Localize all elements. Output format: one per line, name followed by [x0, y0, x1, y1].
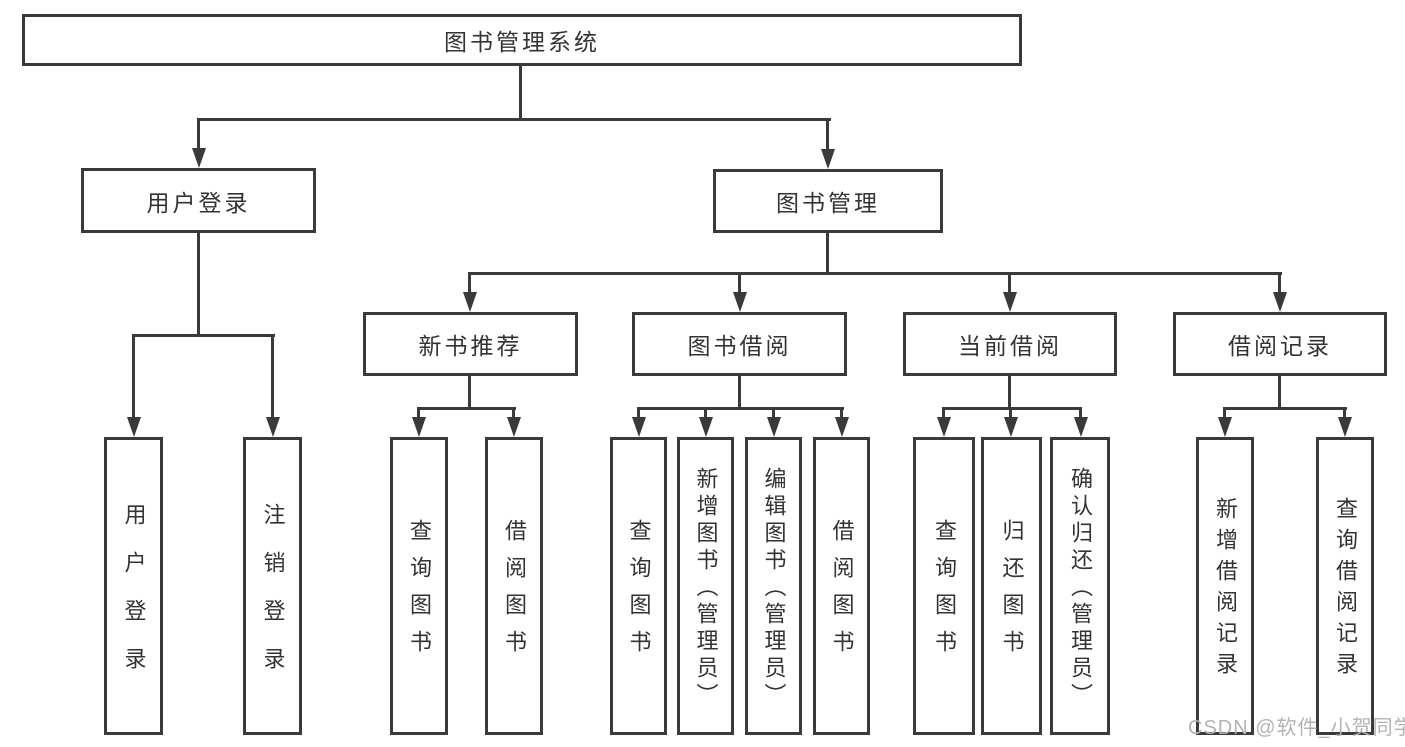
arrow-down-icon: [266, 417, 280, 437]
connector-line: [637, 407, 844, 410]
leaf-borrow-books-recommend: 借阅图书: [485, 437, 543, 735]
leaf-logout: 注销登录: [243, 437, 302, 735]
node-current-borrowing: 当前借阅: [903, 312, 1117, 376]
leaf-label: 查询图书: [407, 519, 432, 667]
arrow-down-icon: [937, 417, 951, 437]
arrow-down-icon: [632, 417, 646, 437]
node-borrowing-records: 借阅记录: [1173, 312, 1387, 376]
arrow-down-icon: [1338, 417, 1352, 437]
leaf-label: 新增借阅记录: [1213, 497, 1238, 683]
node-book-borrowing: 图书借阅: [632, 312, 847, 376]
connector-line: [1079, 407, 1082, 419]
leaf-add-book-admin: 新增图书（管理员）: [677, 437, 734, 735]
connector-line: [1008, 272, 1011, 294]
connector-line: [1009, 407, 1012, 419]
leaf-add-borrow-record: 新增借阅记录: [1196, 437, 1254, 735]
leaf-label: 查询借阅记录: [1333, 497, 1358, 683]
node-label: 借阅记录: [1228, 333, 1332, 359]
connector-line: [519, 65, 522, 120]
connector-line: [1278, 376, 1281, 410]
leaf-label: 用户登录: [121, 503, 147, 695]
arrow-down-icon: [1074, 417, 1088, 437]
leaf-label: 借阅图书: [829, 519, 855, 667]
connector-line: [942, 407, 1082, 410]
connector-line: [738, 272, 741, 294]
connector-line: [132, 334, 135, 419]
node-new-book-recommend: 新书推荐: [363, 312, 578, 376]
leaf-confirm-return-admin: 确认归还（管理员）: [1050, 437, 1110, 735]
connector-line: [512, 407, 515, 419]
arrow-down-icon: [507, 417, 521, 437]
connector-line: [1223, 407, 1347, 410]
connector-line: [826, 233, 829, 275]
arrow-down-icon: [699, 417, 713, 437]
leaf-label: 编辑图书（管理员）: [761, 466, 787, 710]
leaf-edit-book-admin: 编辑图书（管理员）: [745, 437, 802, 735]
connector-line: [197, 118, 831, 121]
leaf-label: 确认归还（管理员）: [1068, 466, 1093, 710]
arrow-down-icon: [1273, 292, 1287, 312]
leaf-label: 查询图书: [626, 519, 652, 667]
leaf-query-borrow-record: 查询借阅记录: [1316, 437, 1374, 735]
watermark: CSDN @软件_小贺同学: [1188, 717, 1405, 739]
connector-line: [417, 407, 420, 419]
leaf-label: 注销登录: [260, 503, 286, 695]
connector-line: [704, 407, 707, 419]
connector-line: [1223, 407, 1226, 419]
leaf-query-books-current: 查询图书: [913, 437, 975, 735]
leaf-query-books-borrow: 查询图书: [610, 437, 667, 735]
node-library-management-system: 图书管理系统: [22, 14, 1022, 66]
connector-line: [468, 272, 471, 294]
connector-line: [840, 407, 843, 419]
node-label: 当前借阅: [958, 333, 1062, 359]
node-label: 图书借阅: [687, 333, 792, 359]
leaf-borrow-books-borrow: 借阅图书: [813, 437, 870, 735]
node-user-login: 用户登录: [81, 168, 316, 233]
arrow-down-icon: [463, 292, 477, 312]
arrow-down-icon: [733, 292, 747, 312]
leaf-label: 查询图书: [932, 519, 957, 667]
connector-line: [271, 334, 274, 419]
connector-line: [1278, 272, 1281, 294]
connector-line: [468, 376, 471, 410]
leaf-user-login: 用户登录: [104, 437, 163, 735]
arrow-down-icon: [1218, 417, 1232, 437]
connector-line: [468, 272, 1282, 275]
leaf-label: 新增图书（管理员）: [693, 466, 719, 710]
leaf-return-books: 归还图书: [981, 437, 1042, 735]
node-label: 新书推荐: [418, 333, 523, 359]
connector-line: [1008, 376, 1011, 410]
connector-line: [738, 376, 741, 410]
arrow-down-icon: [821, 149, 835, 169]
connector-line: [197, 233, 200, 337]
leaf-label: 归还图书: [999, 519, 1025, 667]
connector-line: [1343, 407, 1346, 419]
node-label: 图书管理: [776, 190, 880, 216]
connector-line: [197, 118, 200, 150]
node-book-management: 图书管理: [713, 169, 943, 233]
arrow-down-icon: [192, 148, 206, 168]
connector-line: [637, 407, 640, 419]
arrow-down-icon: [767, 417, 781, 437]
arrow-down-icon: [1003, 292, 1017, 312]
leaf-label: 借阅图书: [502, 519, 527, 667]
arrow-down-icon: [412, 417, 426, 437]
node-label: 用户登录: [146, 189, 251, 216]
arrow-down-icon: [127, 417, 141, 437]
connector-line: [132, 334, 275, 337]
leaf-query-books-recommend: 查询图书: [390, 437, 448, 735]
connector-line: [826, 118, 829, 151]
arrow-down-icon: [1004, 417, 1018, 437]
connector-line: [417, 407, 516, 410]
connector-line: [942, 407, 945, 419]
connector-line: [772, 407, 775, 419]
node-label: 图书管理系统: [444, 29, 600, 55]
arrow-down-icon: [835, 417, 849, 437]
